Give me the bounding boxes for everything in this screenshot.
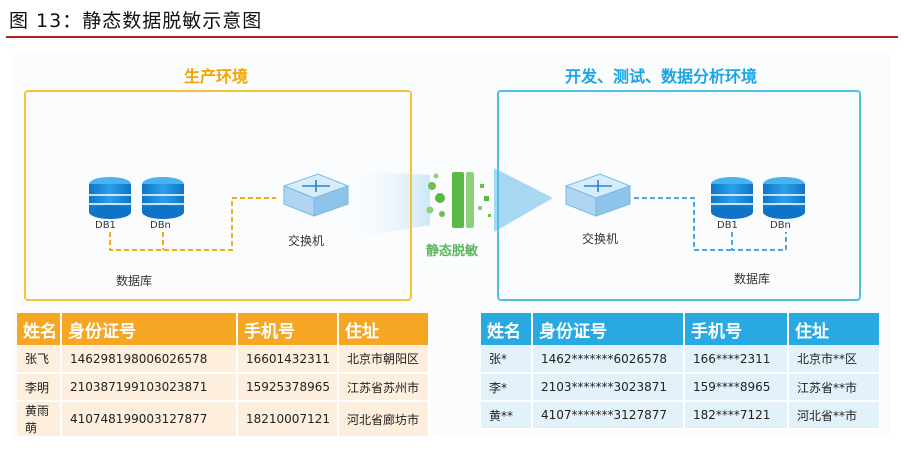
database-label: 数据库	[734, 272, 771, 286]
table-row: 李明 210387199103023871 15925378965 江苏省苏州市	[17, 373, 430, 402]
table-header-row: 姓名 身份证号 手机号 住址	[481, 313, 881, 345]
id-cell: 1462*******6026578	[532, 345, 685, 374]
column-header: 姓名	[17, 313, 62, 345]
masking-funnel-left	[340, 170, 430, 240]
db1-label: DB1	[717, 220, 738, 231]
data-masking-icon	[426, 172, 491, 228]
network-switch-icon	[564, 173, 632, 217]
id-cell: 210387199103023871	[61, 373, 238, 402]
title-rule	[6, 36, 898, 38]
database-icon	[89, 177, 131, 219]
masking-arrow	[494, 168, 553, 232]
network-switch-icon	[282, 173, 350, 217]
name-cell: 黄**	[481, 401, 533, 430]
phone-cell: 166****2311	[684, 345, 789, 374]
column-header: 手机号	[237, 313, 339, 345]
address-cell: 北京市朝阳区	[338, 345, 430, 374]
table-row: 黄雨萌 410748199003127877 18210007121 河北省廊坊…	[17, 401, 430, 438]
database-icon	[711, 177, 753, 219]
prod-db-link	[109, 197, 276, 251]
phone-cell: 18210007121	[237, 401, 339, 438]
table-row: 张* 1462*******6026578 166****2311 北京市**区	[481, 345, 881, 374]
phone-cell: 15925378965	[237, 373, 339, 402]
phone-cell: 16601432311	[237, 345, 339, 374]
table-row: 张飞 146298198006026578 16601432311 北京市朝阳区	[17, 345, 430, 374]
name-cell: 张飞	[17, 345, 62, 374]
name-cell: 李明	[17, 373, 62, 402]
column-header: 手机号	[684, 313, 789, 345]
address-cell: 河北省**市	[788, 401, 881, 430]
id-cell: 2103*******3023871	[532, 373, 685, 402]
prod-zone-title: 生产环境	[184, 67, 249, 86]
dbn-label: DBn	[770, 220, 791, 231]
prod-zone	[24, 90, 412, 301]
id-cell: 4107*******3127877	[532, 401, 685, 430]
table-header-row: 姓名 身份证号 手机号 住址	[17, 313, 430, 345]
phone-cell: 159****8965	[684, 373, 789, 402]
dev-zone	[497, 90, 861, 301]
dev-data-table: 姓名 身份证号 手机号 住址 张* 1462*******6026578 166…	[481, 313, 881, 430]
switch-label: 交换机	[582, 232, 619, 246]
table-row: 黄** 4107*******3127877 182****7121 河北省**…	[481, 401, 881, 430]
column-header: 身份证号	[532, 313, 685, 345]
column-header: 身份证号	[61, 313, 238, 345]
dbn-label: DBn	[150, 220, 171, 231]
name-cell: 黄雨萌	[17, 401, 62, 438]
address-cell: 河北省廊坊市	[338, 401, 430, 438]
column-header: 姓名	[481, 313, 533, 345]
id-cell: 146298198006026578	[61, 345, 238, 374]
id-cell: 410748199003127877	[61, 401, 238, 438]
prod-data-table: 姓名 身份证号 手机号 住址 张飞 146298198006026578 166…	[17, 313, 430, 438]
column-header: 住址	[338, 313, 430, 345]
phone-cell: 182****7121	[684, 401, 789, 430]
figure-title: 图 13：静态数据脱敏示意图	[9, 10, 263, 32]
address-cell: 江苏省**市	[788, 373, 881, 402]
name-cell: 张*	[481, 345, 533, 374]
db1-label: DB1	[95, 220, 116, 231]
switch-label: 交换机	[288, 234, 325, 248]
dev-db-link	[634, 197, 732, 251]
column-header: 住址	[788, 313, 881, 345]
database-label: 数据库	[116, 274, 153, 288]
database-icon	[763, 177, 805, 219]
name-cell: 李*	[481, 373, 533, 402]
database-icon	[142, 177, 184, 219]
dev-zone-title: 开发、测试、数据分析环境	[565, 67, 758, 86]
dev-dbn-link	[731, 232, 787, 251]
table-row: 李* 2103*******3023871 159****8965 江苏省**市	[481, 373, 881, 402]
masking-label: 静态脱敏	[426, 244, 479, 259]
address-cell: 北京市**区	[788, 345, 881, 374]
address-cell: 江苏省苏州市	[338, 373, 430, 402]
